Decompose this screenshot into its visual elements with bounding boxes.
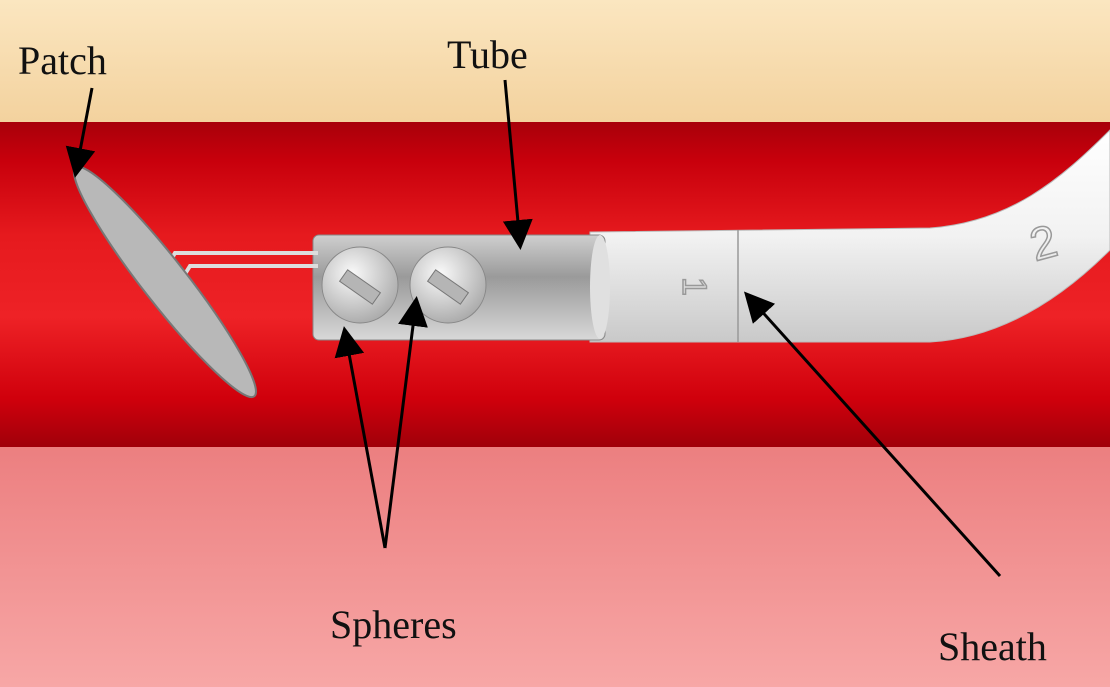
tube-end [590,235,610,339]
label-tube: Tube [447,32,528,77]
sheath [589,129,1110,343]
label-sheath: Sheath [938,624,1047,669]
tissue-bottom [0,447,1110,687]
spheres [321,246,487,324]
tissue-top [0,0,1110,122]
label-patch: Patch [18,38,107,83]
pointer-arrows [65,79,1002,578]
sheath-mark-1: 1 [675,277,713,296]
label-spheres: Spheres [330,602,457,647]
